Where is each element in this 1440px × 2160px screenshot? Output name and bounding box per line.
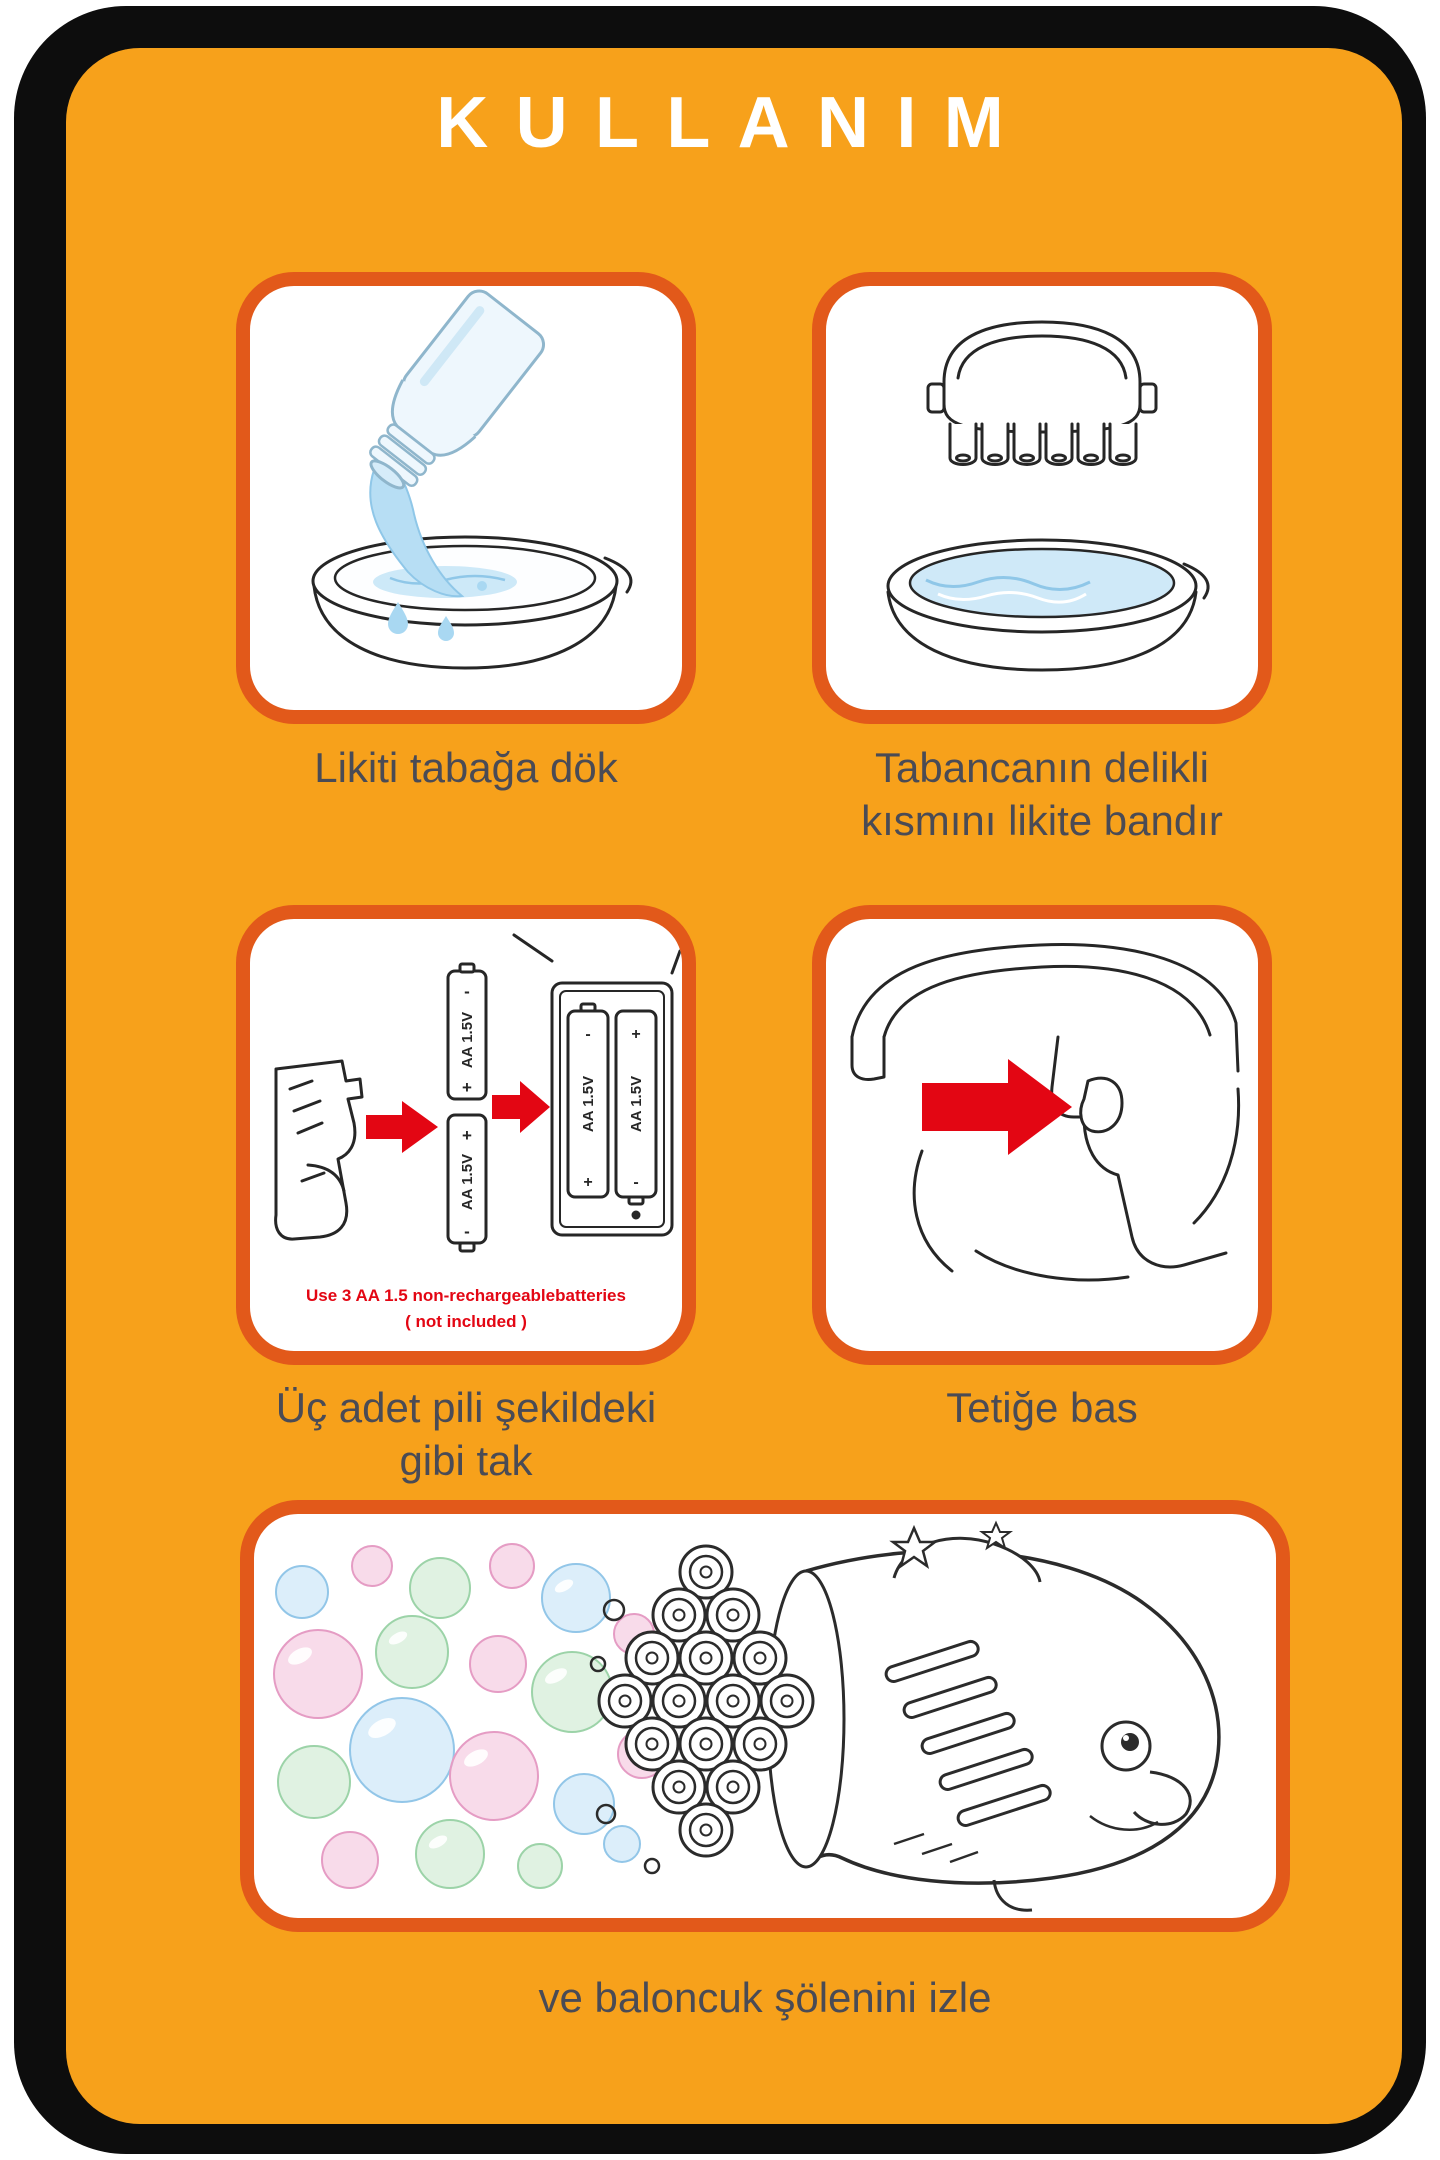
step2-panel — [812, 272, 1272, 724]
caption-line: Üç adet pili şekildeki — [275, 1384, 657, 1431]
step3-caption: Üç adet pili şekildeki gibi tak — [206, 1382, 726, 1487]
battery-plus: + — [462, 1078, 472, 1097]
battery-minus: - — [633, 1174, 638, 1191]
caption-line: gibi tak — [399, 1436, 533, 1484]
dish-with-liquid-icon — [886, 538, 1210, 672]
dip-muzzle-illustration — [886, 320, 1210, 672]
press-trigger-illustration — [850, 943, 1241, 1282]
vent-slats-icon — [884, 1639, 1052, 1827]
battery-label: AA 1.5V — [459, 1154, 476, 1210]
battery-minus: - — [464, 1222, 470, 1241]
loose-battery-2: + AA 1.5V - — [446, 1113, 488, 1253]
battery-install-illustration: - AA 1.5V + + AA 1.5V - - AA 1.5V + — [274, 933, 682, 1331]
battery-plus: + — [462, 1126, 472, 1145]
step4-panel — [812, 905, 1272, 1365]
step1-caption: Likiti tabağa dök — [206, 742, 726, 795]
pour-liquid-illustration — [311, 289, 633, 670]
battery-compartment-icon: - AA 1.5V + + AA 1.5V - — [512, 933, 682, 1237]
battery-minus: - — [585, 1026, 590, 1043]
step5-panel — [240, 1500, 1290, 1932]
bubble-gun-illustration — [273, 1520, 1221, 1912]
barrel-cluster-icon — [589, 1544, 815, 1875]
dish-icon — [311, 535, 633, 670]
beak-icon — [1132, 1770, 1192, 1826]
battery-plus: + — [583, 1174, 592, 1191]
step4-caption: Tetiğe bas — [782, 1382, 1302, 1435]
battery-plus: + — [631, 1026, 640, 1043]
step1-panel — [236, 272, 696, 724]
star-icon — [889, 1524, 939, 1569]
compartment-battery-right: + AA 1.5V - — [614, 1009, 658, 1206]
battery-minus: - — [464, 982, 470, 1001]
step3-panel: - AA 1.5V + + AA 1.5V - - AA 1.5V + — [236, 905, 696, 1365]
step2-caption: Tabancanın delikli kısmını likite bandır — [782, 742, 1302, 847]
battery-note-line2: ( not included ) — [405, 1312, 527, 1331]
caption-line: Tetiğe bas — [946, 1384, 1138, 1431]
gun-muzzle-icon — [926, 320, 1158, 466]
battery-note-line1: Use 3 AA 1.5 non-rechargeablebatteries — [306, 1286, 626, 1305]
caption-line: ve baloncuk şölenini izle — [538, 1974, 992, 2021]
compartment-battery-left: - AA 1.5V + — [566, 1002, 610, 1199]
battery-label: AA 1.5V — [628, 1076, 645, 1132]
gun-body-icon — [766, 1520, 1221, 1912]
caption-line: Likiti tabağa dök — [314, 744, 618, 791]
loose-battery-1: - AA 1.5V + — [446, 962, 488, 1101]
page-title: KULLANIM — [436, 83, 1032, 163]
liquid-stream-icon — [369, 464, 487, 641]
step5-caption: ve baloncuk şölenini izle — [240, 1972, 1290, 2025]
caption-line: Tabancanın delikli — [875, 744, 1209, 791]
gun-grip-cutaway-icon — [274, 1059, 364, 1241]
arrow-icon — [492, 1081, 550, 1133]
battery-label: AA 1.5V — [459, 1012, 476, 1068]
arrow-icon — [922, 1059, 1072, 1155]
arrow-icon — [366, 1101, 438, 1153]
caption-line: kısmını likite bandır — [861, 796, 1223, 844]
star-icon — [979, 1520, 1013, 1551]
battery-label: AA 1.5V — [580, 1076, 597, 1132]
bottle-icon — [369, 289, 546, 490]
